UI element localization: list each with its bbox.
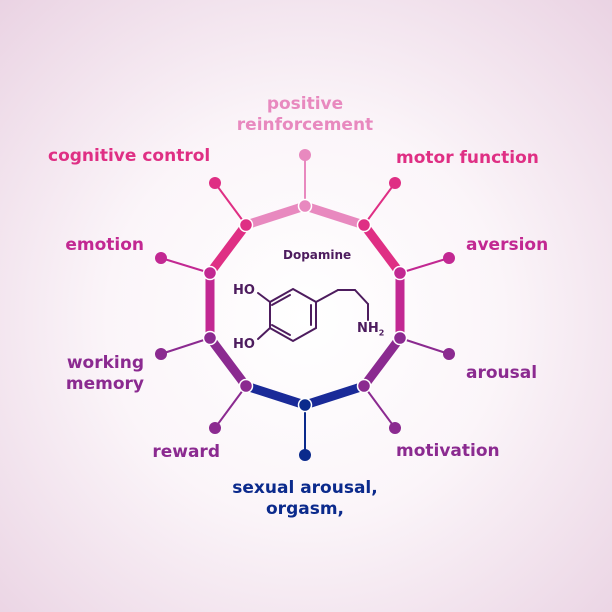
outer-dot (443, 348, 455, 360)
spoke-line (214, 385, 247, 429)
label-reward: reward (152, 442, 220, 463)
molecule-title: Dopamine (283, 248, 352, 262)
label-motivation: motivation (396, 441, 500, 462)
ring-segment (206, 335, 250, 389)
outer-dot (209, 422, 221, 434)
ring-segment (360, 222, 404, 276)
label-line: orgasm, (266, 499, 344, 519)
vertex-dot (238, 378, 254, 394)
ring-segment (303, 381, 366, 410)
label-line: cognitive control (48, 146, 211, 166)
label-line: emotion (65, 235, 144, 255)
label-emotion: emotion (65, 235, 144, 256)
label-sexual-arousal: sexual arousal, orgasm, (205, 478, 405, 520)
outer-dot (299, 149, 311, 161)
outer-dot (389, 422, 401, 434)
ring-segment (206, 222, 250, 276)
vertex-dot (297, 397, 313, 413)
outer-dot (155, 348, 167, 360)
amine-text: NH (357, 321, 379, 336)
spoke-line (363, 385, 396, 429)
vertex-dot (356, 217, 372, 233)
label-line: reinforcement (236, 115, 374, 135)
label-line: memory (65, 374, 144, 394)
label-line: arousal (466, 363, 538, 383)
molecule-structure (257, 287, 369, 343)
spoke-line (399, 257, 450, 274)
vertex-dot (392, 330, 408, 346)
label-aversion: aversion (466, 235, 548, 256)
spoke-line (363, 182, 396, 226)
spoke-line (214, 182, 247, 226)
label-line: positive (266, 94, 344, 114)
label-line: sexual arousal, (232, 478, 378, 498)
label-positive-reinforcement: positive reinforcement (220, 94, 390, 136)
ring-segment (244, 201, 307, 230)
label-line: motivation (396, 441, 500, 461)
spoke-line (399, 337, 450, 355)
spoke-line (160, 257, 211, 274)
ring-segment (360, 335, 404, 389)
label-line: aversion (466, 235, 549, 255)
hydroxyl-bottom-label: HO (233, 337, 255, 352)
vertex-dot (392, 265, 408, 281)
vertex-dot (297, 198, 313, 214)
amine-subscript: 2 (378, 328, 385, 338)
vertex-dot (202, 330, 218, 346)
spoke-line (160, 337, 211, 355)
outer-dot (155, 252, 167, 264)
vertex-dot (238, 217, 254, 233)
outer-dot (299, 449, 311, 461)
label-cognitive-control: cognitive control (48, 146, 210, 167)
ring-segment (244, 381, 307, 410)
label-line: reward (152, 442, 220, 462)
label-line: working (66, 353, 144, 373)
outer-dot (443, 252, 455, 264)
label-line: motor function (396, 148, 539, 168)
vertex-dot (356, 378, 372, 394)
vertex-dot (202, 265, 218, 281)
hydroxyl-top-label: HO (233, 283, 255, 298)
label-arousal: arousal (466, 363, 537, 384)
amine-label: NH2 (357, 322, 384, 341)
ring-segment (303, 201, 366, 230)
label-working-memory: working memory (60, 353, 144, 395)
outer-dot (389, 177, 401, 189)
outer-dot (209, 177, 221, 189)
label-motor-function: motor function (396, 148, 539, 169)
